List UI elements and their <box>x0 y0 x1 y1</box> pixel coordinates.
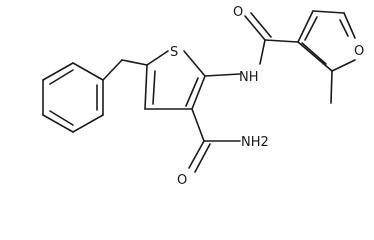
methyl-bond <box>330 70 333 104</box>
sulfur-label: S <box>170 45 178 60</box>
furan-ring <box>297 10 356 72</box>
benzyl-ch2 <box>102 59 148 81</box>
furan-oxygen-label: O <box>354 44 364 59</box>
carboxamide-group <box>188 108 241 173</box>
thiophene-ring <box>144 50 206 110</box>
amide-oxygen-label: O <box>233 5 243 20</box>
carboxamide-nh2-label: NH2 <box>241 135 269 150</box>
benzene-ring <box>42 62 104 133</box>
amide-nh-label: NH <box>239 70 259 85</box>
chemical-structure: S NH O O O NH2 <box>42 5 364 188</box>
carboxamide-oxygen-label: O <box>177 173 187 188</box>
amide-linker <box>204 12 299 77</box>
